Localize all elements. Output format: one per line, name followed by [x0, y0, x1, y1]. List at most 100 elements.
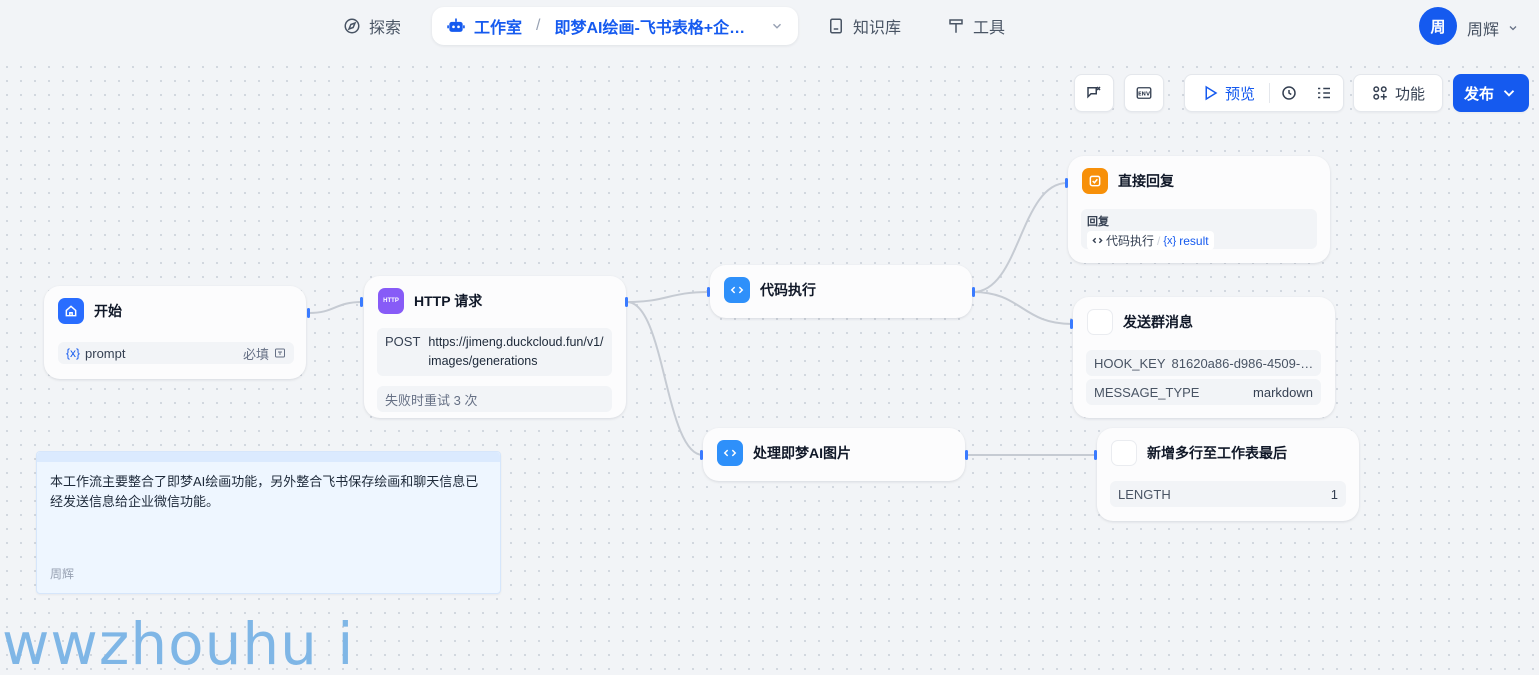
preview-group: 预览: [1184, 74, 1344, 112]
send-param-key: MESSAGE_TYPE: [1094, 384, 1200, 400]
book-icon: [830, 18, 842, 34]
nav-explore[interactable]: 探索: [343, 14, 401, 38]
node-start-title: 开始: [94, 303, 122, 319]
send-param-row: MESSAGE_TYPE markdown: [1086, 379, 1321, 405]
nav-explore-label: 探索: [369, 20, 402, 37]
handle-code-in[interactable]: [707, 287, 710, 297]
handle-process-out[interactable]: [965, 450, 968, 460]
breadcrumb-separator: /: [536, 17, 541, 34]
node-http-header: HTTP HTTP 请求: [378, 288, 482, 314]
node-send-title: 发送群消息: [1123, 314, 1193, 330]
reply-content: 回复 代码执行 / {x} result: [1081, 209, 1317, 250]
node-process-image[interactable]: 处理即梦AI图片: [703, 428, 965, 481]
nav-knowledge[interactable]: 知识库: [827, 14, 901, 38]
variable-icon: {x}: [66, 346, 81, 360]
code-icon: [1092, 237, 1103, 244]
handle-reply-in[interactable]: [1065, 178, 1068, 188]
node-process-title: 处理即梦AI图片: [753, 445, 851, 461]
run-history-icon[interactable]: [1280, 84, 1298, 102]
reply-slash: /: [1157, 233, 1161, 248]
list-icon[interactable]: [1315, 84, 1333, 102]
send-param-key: HOOK_KEY: [1094, 355, 1166, 371]
nav-tools-label: 工具: [973, 20, 1006, 37]
workflow-note[interactable]: 本工作流主要整合了即梦AI绘画功能，另外整合飞书保存绘画和聊天信息已经发送信息给…: [36, 451, 501, 594]
note-header-bar: [37, 452, 500, 462]
node-append-rows[interactable]: 新增多行至工作表最后 LENGTH 1: [1097, 428, 1359, 521]
publish-label: 发布: [1463, 85, 1494, 103]
reply-variable-chip: 代码执行 / {x} result: [1087, 231, 1214, 250]
node-code-title: 代码执行: [760, 282, 816, 298]
node-code[interactable]: 代码执行: [710, 265, 972, 318]
chevron-down-icon: [1503, 90, 1515, 97]
avatar[interactable]: 周: [1419, 7, 1457, 45]
send-param-value: 81620a86-d986-4509-…: [1171, 355, 1313, 371]
play-icon: [1205, 85, 1218, 101]
nav-knowledge-label: 知识库: [853, 20, 902, 37]
code-icon: [717, 440, 743, 466]
breadcrumb-studio[interactable]: 工作室: [474, 20, 523, 37]
handle-http-out[interactable]: [625, 297, 628, 307]
node-reply-title: 直接回复: [1118, 173, 1174, 189]
reply-source-node: 代码执行: [1106, 234, 1155, 248]
append-param-row: LENGTH 1: [1110, 481, 1346, 507]
reply-icon: [1082, 168, 1108, 194]
robot-icon: [447, 18, 465, 32]
node-start-header: 开始: [58, 298, 122, 324]
handle-process-in[interactable]: [700, 450, 703, 460]
node-send-group-message[interactable]: 发送群消息 HOOK_KEY 81620a86-d986-4509-… MESS…: [1073, 297, 1335, 418]
reply-variable-name: result: [1179, 233, 1209, 248]
node-process-header: 处理即梦AI图片: [717, 440, 851, 466]
wecom-icon: [1087, 309, 1113, 335]
start-variable-row[interactable]: {x} prompt 必填: [58, 342, 294, 364]
node-append-header: 新增多行至工作表最后: [1111, 440, 1287, 466]
divider: [1269, 83, 1270, 103]
compass-icon: [344, 18, 360, 34]
features-label: 功能: [1394, 85, 1425, 103]
watermark-text: wwzhouhu i: [2, 610, 355, 675]
http-request-row: POST https://jimeng.duckcloud.fun/v1/ima…: [377, 328, 612, 376]
env-icon: ENV: [1136, 87, 1152, 99]
hammer-icon: [949, 19, 963, 33]
env-button[interactable]: ENV: [1124, 74, 1164, 112]
features-button[interactable]: 功能: [1353, 74, 1443, 112]
svg-text:ENV: ENV: [1138, 91, 1151, 97]
node-http[interactable]: HTTP HTTP 请求 POST https://jimeng.duckclo…: [364, 276, 626, 418]
handle-start-out[interactable]: [307, 308, 310, 318]
preview-label: 预览: [1225, 85, 1256, 103]
note-text[interactable]: 本工作流主要整合了即梦AI绘画功能，另外整合飞书保存绘画和聊天信息已经发送信息给…: [50, 474, 479, 509]
start-variable-name: prompt: [85, 345, 126, 361]
handle-code-out[interactable]: [972, 287, 975, 297]
append-param-key: LENGTH: [1118, 486, 1171, 502]
variable-icon: {x}: [1163, 234, 1177, 247]
node-direct-reply[interactable]: 直接回复 回复 代码执行 / {x} result: [1068, 156, 1330, 263]
nav-tools[interactable]: 工具: [947, 14, 1005, 38]
feishu-sheet-icon: [1111, 440, 1137, 466]
studio-breadcrumb[interactable]: 工作室 / 即梦AI绘画-飞书表格+企…: [432, 7, 798, 45]
required-label: 必填: [242, 346, 269, 362]
input-type-icon: [275, 348, 285, 358]
handle-append-in[interactable]: [1094, 450, 1097, 460]
top-navigation: 探索 工作室 / 即梦AI绘画-飞书表格+企… 知识库 工具 周 周辉: [0, 0, 1539, 60]
node-send-header: 发送群消息: [1087, 309, 1193, 335]
publish-button[interactable]: 发布: [1453, 74, 1529, 112]
http-url: https://jimeng.duckcloud.fun/v1/images/g…: [428, 335, 604, 368]
grid-icon: [1373, 86, 1387, 100]
node-code-header: 代码执行: [724, 277, 816, 303]
send-param-value: markdown: [1253, 384, 1313, 400]
chevron-down-icon[interactable]: [770, 19, 784, 33]
checklist-icon: [1087, 86, 1101, 99]
handle-http-in[interactable]: [360, 297, 363, 307]
node-start[interactable]: 开始 {x} prompt 必填: [44, 286, 306, 379]
breadcrumb-app-name[interactable]: 即梦AI绘画-飞书表格+企…: [554, 20, 746, 37]
user-menu[interactable]: 周辉: [1467, 16, 1519, 40]
node-reply-header: 直接回复: [1082, 168, 1174, 194]
http-retry: 失败时重试 3 次: [377, 386, 612, 412]
send-param-row: HOOK_KEY 81620a86-d986-4509-…: [1086, 350, 1321, 376]
append-param-value: 1: [1330, 486, 1338, 502]
checklist-button[interactable]: [1074, 74, 1114, 112]
reply-label: 回复: [1087, 216, 1109, 228]
handle-send-in[interactable]: [1070, 319, 1073, 329]
code-icon: [724, 277, 750, 303]
chevron-down-icon: [1509, 26, 1517, 31]
preview-button[interactable]: 预览: [1201, 83, 1255, 104]
